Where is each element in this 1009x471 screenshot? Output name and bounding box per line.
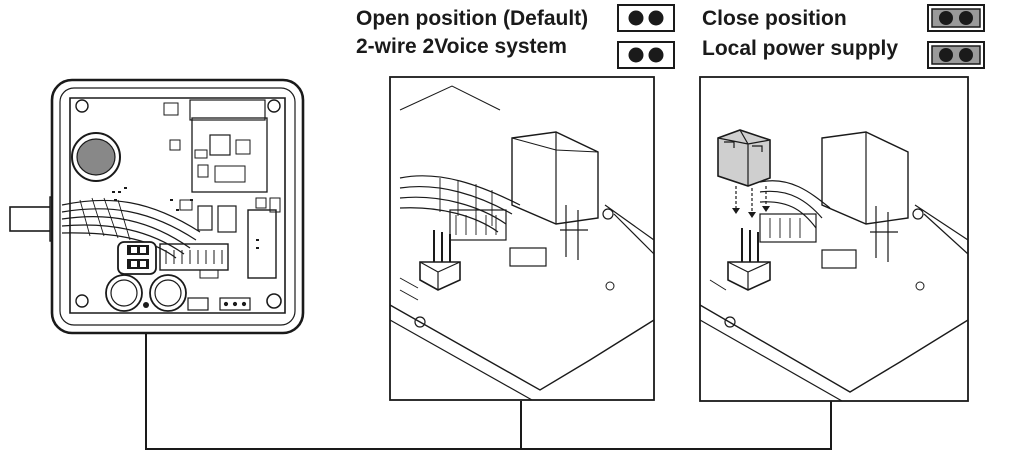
connector-lines xyxy=(145,305,832,450)
label-two-wire-system: 2-wire 2Voice system xyxy=(356,35,567,58)
circuit-board-icon xyxy=(9,78,305,335)
label-open-position: Open position (Default) xyxy=(356,7,588,30)
legend-close-position: Close position xyxy=(702,4,985,32)
label-local-power-supply: Local power supply xyxy=(702,37,898,60)
legend-local-power: Local power supply xyxy=(702,37,985,69)
open-jumper-icon xyxy=(617,41,675,69)
open-jumper-icon xyxy=(617,4,675,32)
closed-jumper-icon xyxy=(927,41,985,69)
legend-two-wire: 2-wire 2Voice system xyxy=(356,35,675,69)
label-close-position: Close position xyxy=(702,7,847,30)
jumper-open-detail-icon xyxy=(389,76,655,401)
legend-open-position: Open position (Default) xyxy=(356,4,675,32)
jumper-close-detail-icon xyxy=(699,76,969,402)
closed-jumper-icon xyxy=(927,4,985,32)
